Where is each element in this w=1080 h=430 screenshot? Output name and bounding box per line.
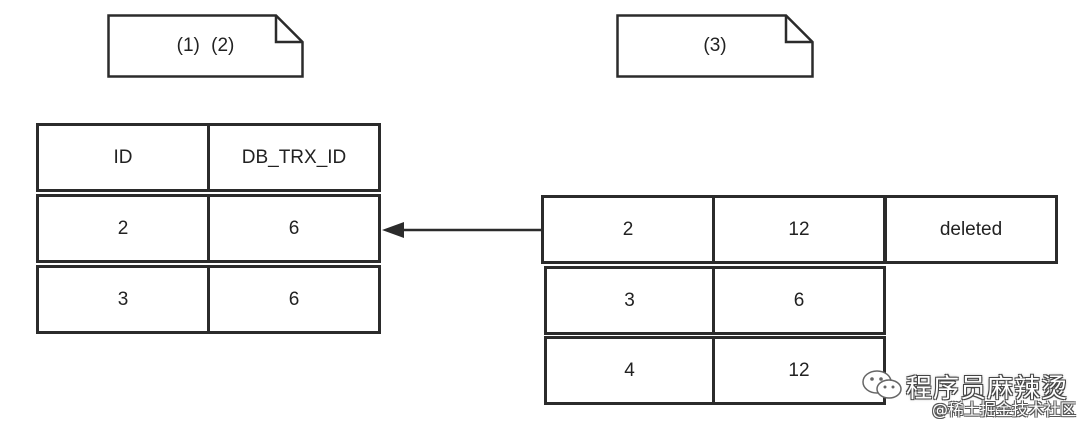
table-cell: 12 [712,195,886,264]
wechat-icon [862,370,902,399]
header-cell-trx: DB_TRX_ID [207,123,381,192]
table-cell: 3 [36,265,210,334]
note-label: (1) (2) [176,35,235,56]
note-shape-2: (3) [616,14,814,78]
header-cell-id: ID [36,123,210,192]
watermark: 程序员麻辣烫 @稀土掘金技术社区 [850,362,1080,422]
table-cell: 3 [544,266,715,335]
folded-corner-shape [107,14,304,78]
table-cell: 2 [541,195,715,264]
table-cell: 4 [544,336,715,405]
arrowhead-icon [382,222,404,238]
watermark-subtitle: @稀土掘金技术社区 [932,400,1077,419]
deleted-marker-cell: deleted [884,195,1058,264]
table-cell: 6 [207,194,381,263]
note-shape-1: (1) (2) [107,14,304,78]
table-cell: 12 [712,336,886,405]
table-cell: 6 [207,265,381,334]
table-cell: 6 [712,266,886,335]
note-label: (3) [703,35,727,56]
watermark-title: 程序员麻辣烫 [906,374,1069,404]
folded-corner-shape [616,14,814,78]
